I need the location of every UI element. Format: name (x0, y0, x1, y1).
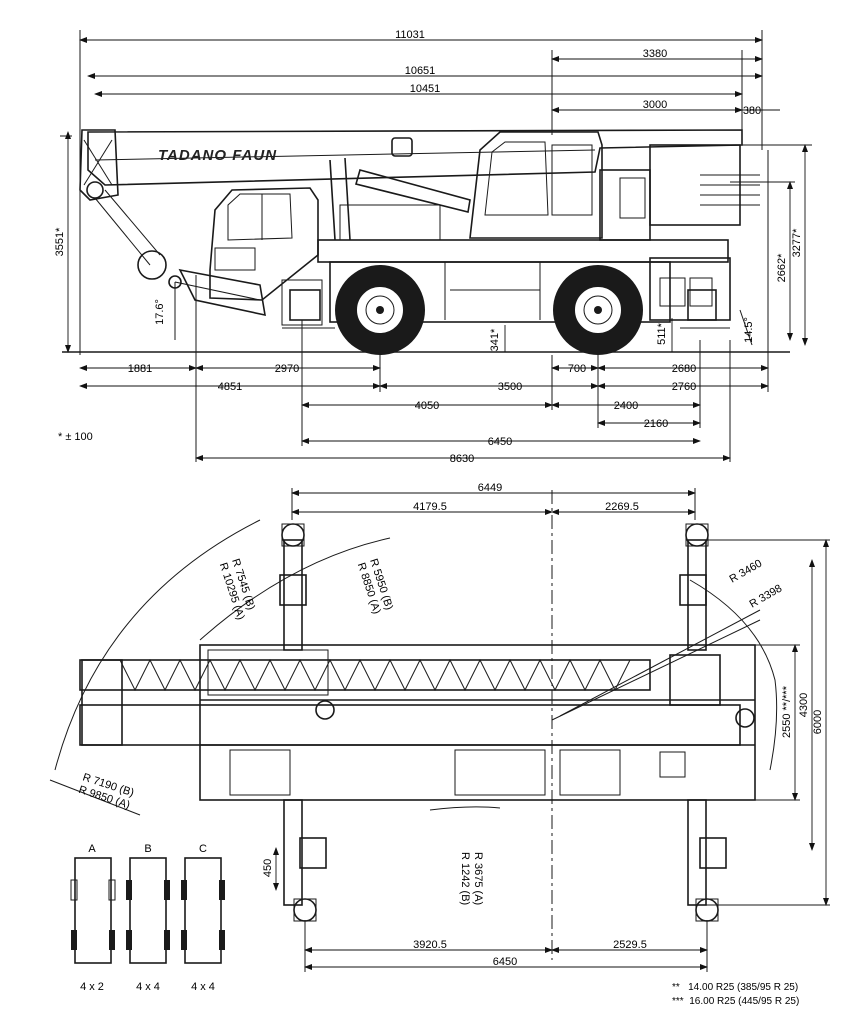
drive-label-b: 4 x 4 (136, 981, 160, 993)
drive-letter-c: C (199, 843, 207, 855)
radius-mid-group: R 5950 (B) R 8850 (A) (355, 557, 395, 615)
side-view: 11031 3380 10651 10451 3000 380 TADANO F… (54, 29, 812, 465)
dim-length-3: 10451 (410, 83, 441, 95)
dim-4050: 4050 (415, 400, 439, 412)
drive-label-c: 4 x 4 (191, 981, 215, 993)
radius-1242: R 1242 (B) (459, 852, 471, 905)
dim-6450-side: 6450 (488, 436, 512, 448)
dim-height-3277: 3277* (791, 228, 803, 257)
dim-width-6000: 6000 (812, 710, 824, 734)
dim-bottom-rear: 2529.5 (613, 939, 647, 951)
front-wheel (335, 265, 425, 355)
radius-bottom-group: R 1242 (B) R 3675 (A) (459, 852, 484, 905)
crane-brand-label: TADANO FAUN (158, 147, 277, 164)
angle-front-17-6: 17.6° (154, 299, 166, 325)
clearance-511: 511* (656, 322, 668, 345)
dim-overall-length: 11031 (395, 29, 425, 41)
dim-700: 700 (568, 363, 586, 375)
dim-outrigger-span: 6449 (478, 482, 502, 494)
radius-3460: R 3460 (728, 557, 765, 585)
dim-height-3551: 3551* (54, 227, 66, 256)
drive-config-c: C 4 x 4 (181, 843, 225, 993)
radius-front-group: R 7545 (B) R 10295 (A) (217, 557, 257, 621)
drive-label-a: 4 x 2 (80, 981, 104, 993)
dim-1881: 1881 (128, 363, 152, 375)
dim-bottom-front: 3920.5 (413, 939, 447, 951)
dim-width-2550: 2550 **/*** (781, 685, 793, 738)
dim-outrigger-front: 4179.5 (413, 501, 447, 513)
dim-4851: 4851 (218, 381, 242, 393)
radius-left-group: R 7190 (B) R 9850 (A) (77, 771, 135, 811)
radius-3398: R 3398 (748, 582, 785, 610)
angle-rear-14-5: 14.5° (743, 317, 755, 343)
dim-2760: 2760 (672, 381, 696, 393)
clearance-341: 341* (489, 328, 501, 351)
dim-height-2662: 2662* (776, 253, 788, 282)
dim-pad-450: 450 (262, 859, 274, 877)
dim-rear-3000: 3000 (643, 99, 667, 111)
dim-2160: 2160 (644, 418, 668, 430)
dim-2970: 2970 (275, 363, 299, 375)
dim-2400: 2400 (614, 400, 638, 412)
tyre-note-2: *** 16.00 R25 (445/95 R 25) (672, 996, 799, 1007)
dim-rear-380: 380 (743, 105, 761, 117)
drive-config-b: B 4 x 4 (126, 843, 170, 993)
drive-letter-a: A (88, 843, 96, 855)
tolerance-note: * ± 100 (58, 431, 93, 443)
rear-wheel (553, 265, 643, 355)
tyre-note-1: ** 14.00 R25 (385/95 R 25) (672, 982, 798, 993)
dim-2680: 2680 (672, 363, 696, 375)
dim-rear-overhang: 3380 (643, 48, 667, 60)
dim-bottom-total: 6450 (493, 956, 517, 968)
drive-letter-b: B (144, 843, 151, 855)
drive-config-a: A 4 x 2 (70, 843, 116, 993)
dim-8630: 8630 (450, 453, 474, 465)
dim-width-4300: 4300 (798, 693, 810, 717)
dim-outrigger-rear: 2269.5 (605, 501, 639, 513)
dim-length-2: 10651 (405, 65, 436, 77)
radius-3675: R 3675 (A) (472, 852, 484, 905)
dim-3500: 3500 (498, 381, 522, 393)
